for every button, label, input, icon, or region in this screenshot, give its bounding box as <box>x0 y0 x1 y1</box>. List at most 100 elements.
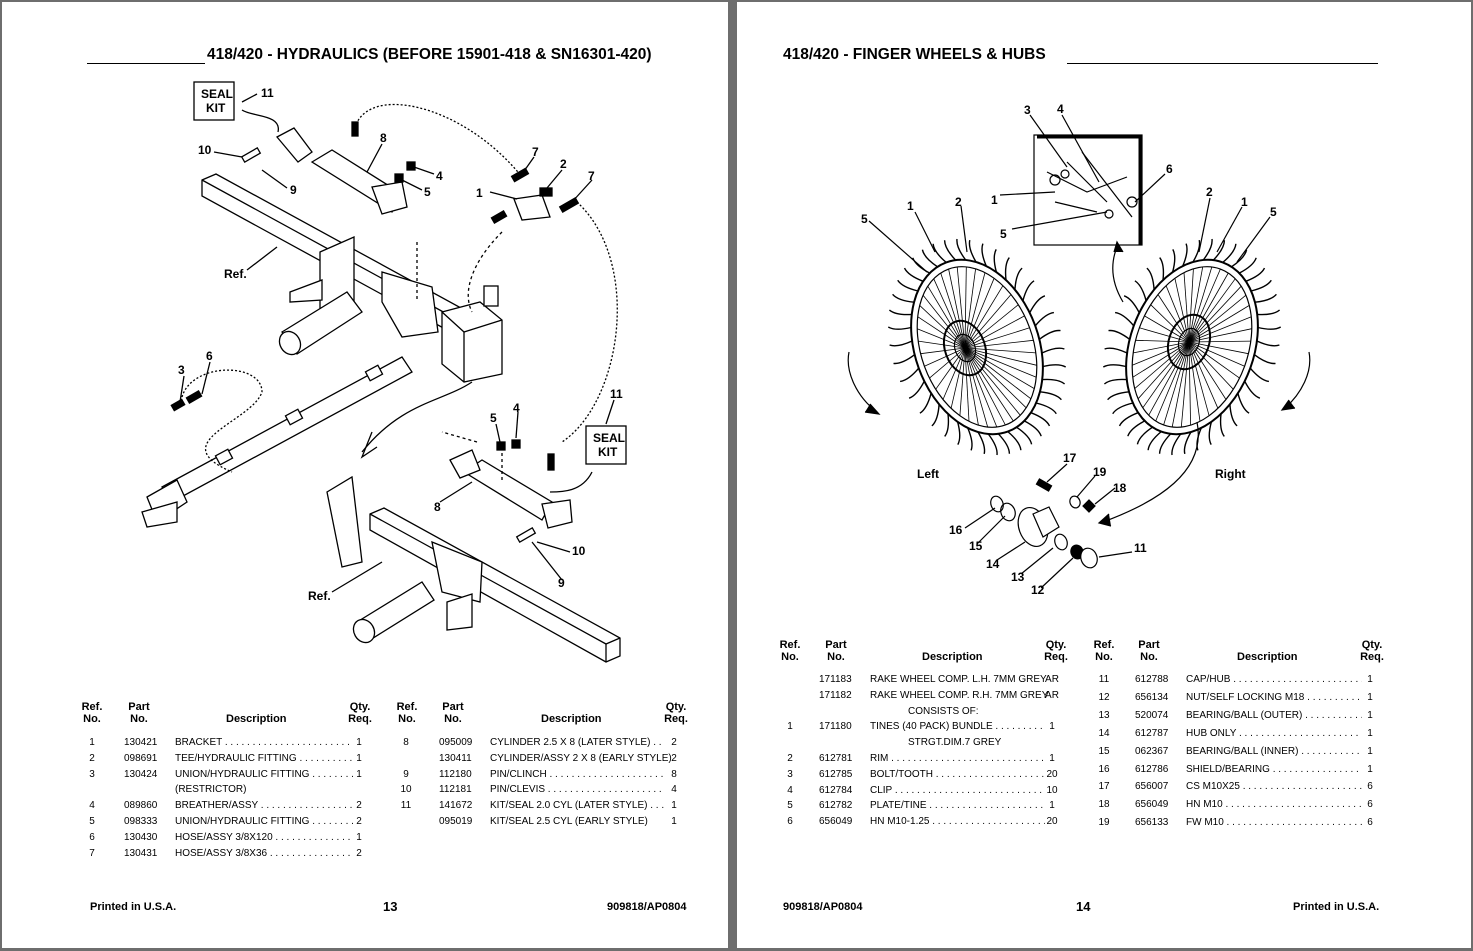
callout-14: 14 <box>986 557 1000 571</box>
part-no-cell: 612784 <box>819 784 853 796</box>
callout-4: 4 <box>1057 102 1064 116</box>
col-qty-header: Qty.Req. <box>1044 639 1068 663</box>
ref-cell: 14 <box>1098 727 1110 739</box>
qty-cell: AR <box>1045 674 1059 685</box>
main-beam-lower <box>369 507 621 663</box>
callout-ref-bottom: Ref. <box>308 589 331 603</box>
qty-cell: 10 <box>1046 784 1058 796</box>
ref-cell: 6 <box>89 831 95 843</box>
description-cell: PIN/CLEVIS . . . . . . . . . . . . . . .… <box>490 784 665 796</box>
description-cell: CAP/HUB . . . . . . . . . . . . . . . . … <box>1186 674 1362 685</box>
description-cell: KIT/SEAL 2.0 CYL (LATER STYLE) . . . . .… <box>490 800 665 812</box>
callout-4-top: 4 <box>436 169 443 183</box>
qty-cell: 20 <box>1046 816 1058 828</box>
part-no-cell: 130421 <box>124 737 158 748</box>
callout-15: 15 <box>969 539 983 553</box>
part-no-cell: 612781 <box>819 753 853 764</box>
col-ref-header: Ref.No. <box>1093 639 1115 663</box>
qty-cell: 2 <box>356 816 362 827</box>
footer-right: 909818/AP0804 <box>607 901 687 913</box>
part-no-cell: 089860 <box>124 800 158 812</box>
part-no-cell: 520074 <box>1135 709 1169 721</box>
qty-cell: 1 <box>1367 727 1373 739</box>
description-cell: NUT/SELF LOCKING M18 . . . . . . . . . .… <box>1186 691 1362 703</box>
callout-9-top: 9 <box>290 183 297 197</box>
callout-6: 6 <box>1166 162 1173 176</box>
qty-cell: 1 <box>671 816 677 827</box>
footer-left: Printed in U.S.A. <box>90 901 177 913</box>
seal-kit-label-bottom-1: SEAL <box>593 431 625 445</box>
description-cell: FW M10 . . . . . . . . . . . . . . . . .… <box>1186 817 1362 829</box>
description-cell: HOSE/ASSY 3/8X36 . . . . . . . . . . . .… <box>175 847 353 859</box>
qty-cell: 6 <box>1367 781 1373 793</box>
description-cell: SHIELD/BEARING . . . . . . . . . . . . .… <box>1186 763 1362 775</box>
qty-cell: 8 <box>671 768 677 780</box>
callout-1: 1 <box>476 186 483 200</box>
part-no-cell: 130431 <box>124 847 158 859</box>
description-cell: UNION/HYDRAULIC FITTING . . . . . . . . … <box>175 768 353 780</box>
part-no-cell: 612788 <box>1135 674 1169 685</box>
seal-kit-box-top <box>193 81 235 121</box>
col-qty-header: Qty.Req. <box>1360 639 1384 663</box>
callout-8-top: 8 <box>380 131 387 145</box>
part-no-cell: 141672 <box>439 800 473 812</box>
description-cell: BREATHER/ASSY . . . . . . . . . . . . . … <box>175 800 353 812</box>
footer-left: 909818/AP0804 <box>783 901 863 913</box>
callout-2: 2 <box>560 157 567 171</box>
footer-right: Printed in U.S.A. <box>1293 901 1380 913</box>
callout-8-bottom: 8 <box>434 500 441 514</box>
qty-cell: 1 <box>1049 800 1055 812</box>
seal-kit-label-top-1: SEAL <box>201 87 233 101</box>
qty-cell: 1 <box>671 800 677 812</box>
description-cell: HN M10 . . . . . . . . . . . . . . . . .… <box>1186 799 1362 811</box>
callout-5-right: 5 <box>1270 205 1277 219</box>
description-cell: BOLT/TOOTH . . . . . . . . . . . . . . .… <box>870 768 1045 780</box>
callout-5-left: 5 <box>861 212 868 226</box>
ref-cell: 16 <box>1098 763 1110 775</box>
ref-cell: 8 <box>403 737 409 748</box>
part-no-cell: 171182 <box>819 689 852 701</box>
title-rule-right <box>1067 63 1378 64</box>
callout-18: 18 <box>1113 481 1127 495</box>
col-desc-header: Description <box>226 713 287 725</box>
ref-cell: 6 <box>787 816 793 828</box>
ref-cell: 5 <box>787 800 793 812</box>
qty-cell: 1 <box>1367 674 1373 685</box>
col-ref-header: Ref.No. <box>81 701 103 725</box>
callout-1-detail: 1 <box>991 193 998 207</box>
description-cell: HOSE/ASSY 3/8X120 . . . . . . . . . . . … <box>175 831 353 843</box>
callout-ref-top: Ref. <box>224 267 247 281</box>
description-cell: RAKE WHEEL COMP. L.H. 7MM GREY <box>870 674 1047 685</box>
callout-10-top: 10 <box>198 143 212 157</box>
description-cell: CLIP . . . . . . . . . . . . . . . . . .… <box>870 784 1045 796</box>
callout-5-detail: 5 <box>1000 227 1007 241</box>
bracket-fitting <box>513 194 551 221</box>
qty-cell: 2 <box>356 800 362 812</box>
seal-kit-box-bottom <box>585 425 627 465</box>
col-desc-header: Description <box>541 713 602 725</box>
callout-1-left: 1 <box>907 199 914 213</box>
part-no-cell: 098691 <box>124 752 158 764</box>
part-no-cell: 656049 <box>1135 799 1169 811</box>
part-no-cell: 095009 <box>439 737 473 748</box>
part-no-cell: 656134 <box>1135 691 1169 703</box>
callout-7-right: 7 <box>588 169 595 183</box>
callout-13: 13 <box>1011 570 1025 584</box>
col-desc-header: Description <box>922 651 983 663</box>
callout-2-right: 2 <box>1206 185 1213 199</box>
qty-cell: 6 <box>1367 817 1373 829</box>
description-cell: RIM . . . . . . . . . . . . . . . . . . … <box>870 753 1045 764</box>
callout-11: 11 <box>1134 541 1147 555</box>
callout-9-bottom: 9 <box>558 576 565 590</box>
ref-cell: 4 <box>89 800 95 812</box>
description-cell: CYLINDER/ASSY 2 X 8 (EARLY STYLE) <box>490 752 672 764</box>
callout-11-top: 11 <box>261 86 274 100</box>
description-cell: BEARING/BALL (OUTER) . . . . . . . . . .… <box>1186 709 1362 721</box>
qty-cell: 1 <box>356 752 362 764</box>
callout-3: 3 <box>1024 103 1031 117</box>
description-cell: (RESTRICTOR) <box>175 784 247 796</box>
finger-wheels-diagram: 3 4 6 1 5 5 1 2 2 1 5 Left Right 17 19 1… <box>847 102 1311 597</box>
page-title-finger-wheels: 418/420 - FINGER WHEELS & HUBS <box>783 46 1046 63</box>
